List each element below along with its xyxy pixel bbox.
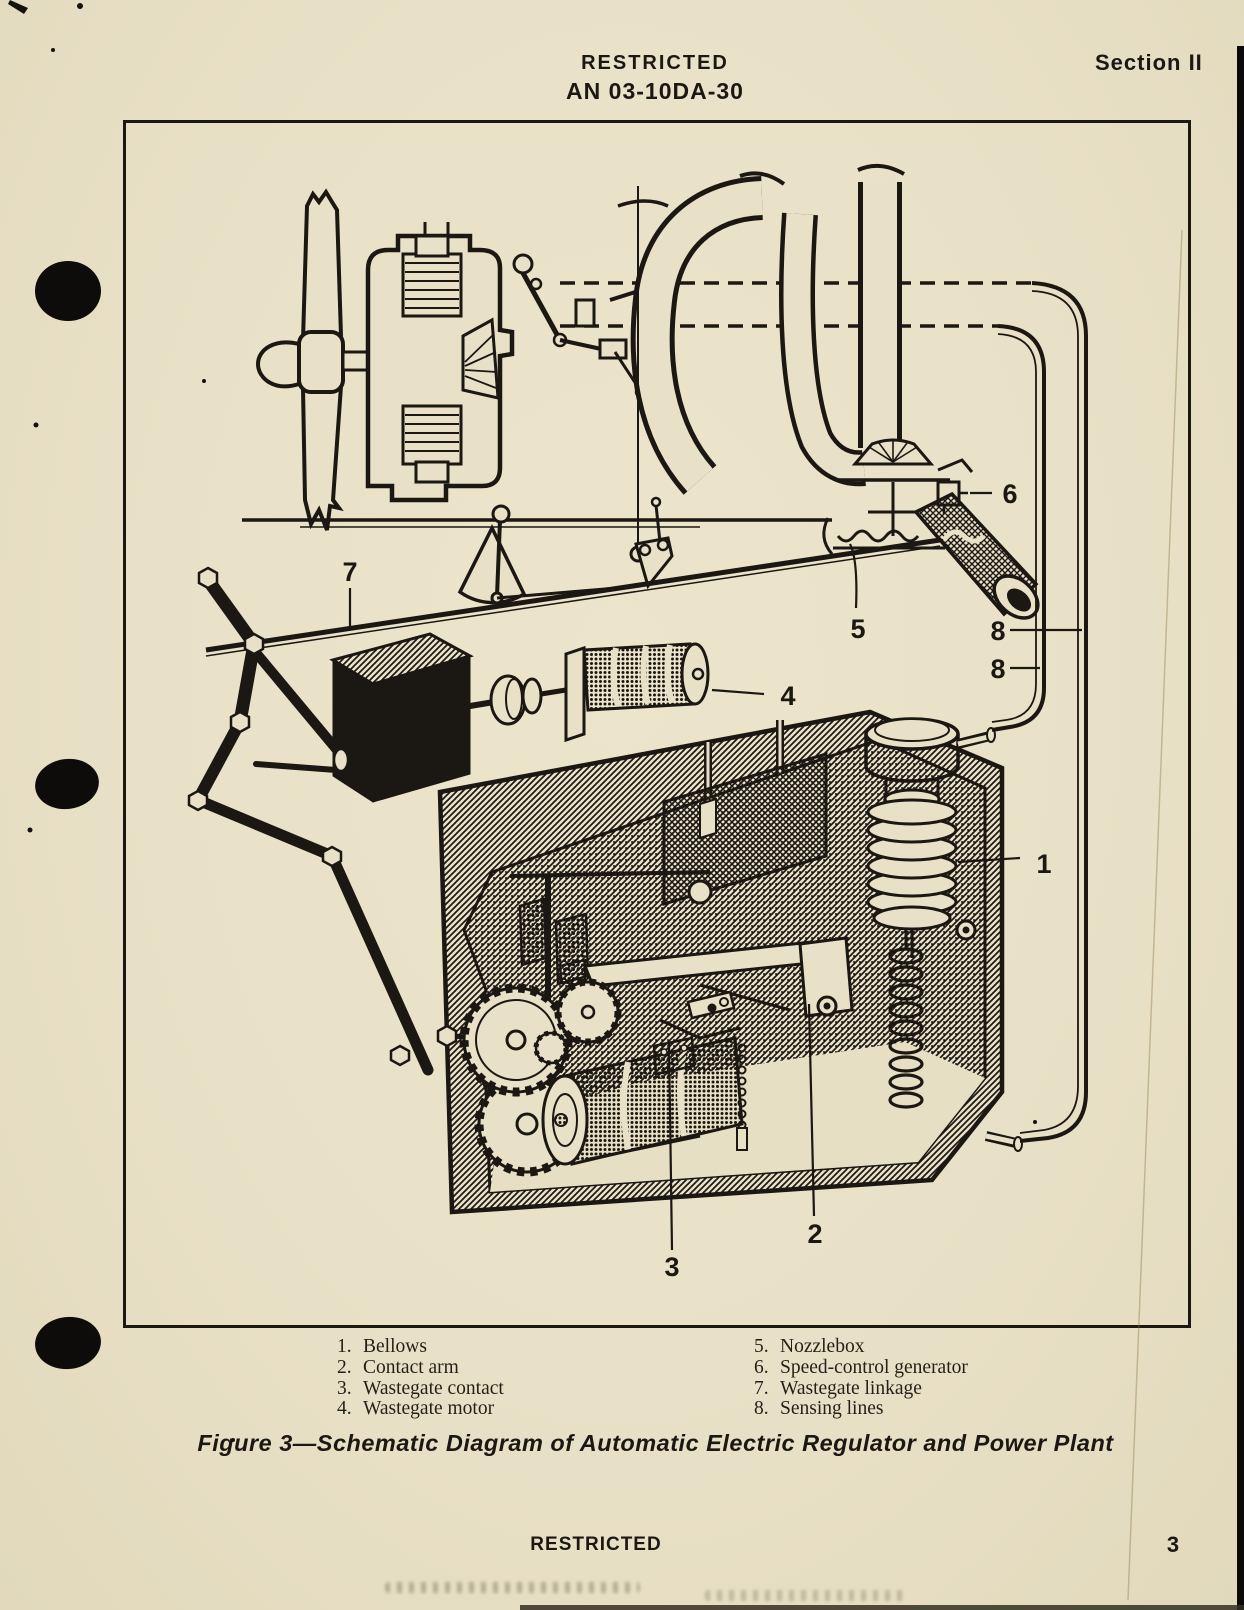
legend-column-right: 5.Nozzlebox 6.Speed-control generator 7.… (754, 1336, 968, 1420)
legend-item: 8.Sensing lines (754, 1398, 884, 1420)
contact-arm (558, 936, 854, 1018)
callout-1-bellows: 1 (1036, 849, 1051, 879)
legend-item: 6.Speed-control generator (754, 1356, 968, 1378)
engine-block (365, 222, 515, 503)
paper-specks (8, 0, 1037, 1442)
header-restricted: RESTRICTED (581, 52, 729, 74)
callout-leader-lines (348, 491, 1082, 1251)
callout-3-wastegate-contact: 3 (664, 1252, 679, 1282)
supercharger-diffuser (461, 317, 500, 400)
callout-4-wastegate-motor: 4 (780, 681, 795, 711)
callout-2-contact-arm: 2 (807, 1219, 822, 1249)
legend-item: 1.Bellows (337, 1336, 427, 1357)
propeller (255, 188, 371, 531)
bellcrank-linkage (187, 566, 434, 1076)
legend-item: 4.Wastegate motor (337, 1398, 495, 1420)
exhaust-stack-pipe (617, 163, 906, 487)
legend-item: 3.Wastegate contact (337, 1377, 504, 1399)
wastegate-motor-assembly (329, 632, 710, 803)
solenoid-unit (509, 720, 828, 1020)
callout-8-sensing-line-upper: 8 (990, 616, 1005, 646)
header-doc-number: AN 03-10DA-30 (566, 78, 744, 104)
scan-bottom-strip (520, 1605, 1244, 1610)
sensing-line-fitting (984, 1131, 1023, 1152)
scan-edge-band (1237, 46, 1244, 1610)
callout-5-nozzlebox: 5 (850, 614, 865, 644)
callout-7-wastegate-linkage: 7 (342, 557, 357, 587)
exhaust-tailpipe (913, 491, 1040, 620)
footer-restricted: RESTRICTED (530, 1534, 662, 1555)
calibration-spring (888, 930, 924, 1109)
figure-border (123, 120, 1191, 1328)
legend-item: 7.Wastegate linkage (754, 1377, 922, 1399)
ink-bleed-ghost-text (705, 1590, 905, 1601)
callout-8-sensing-line-lower: 8 (990, 654, 1005, 684)
balance-motor (541, 1036, 744, 1166)
intake-duct (630, 171, 786, 495)
sensing-lines (991, 281, 1088, 1143)
callout-6-generator: 6 (1002, 479, 1017, 509)
ink-bleed-ghost-text (385, 1582, 640, 1593)
legend-column-left: 1.Bellows 2.Contact arm 3.Wastegate cont… (337, 1336, 504, 1420)
punch-holes (35, 261, 101, 1370)
control-quadrant (457, 496, 674, 605)
figure-caption: Figure 3—Schematic Diagram of Automatic … (197, 1430, 1114, 1456)
header-section: Section II (1095, 50, 1203, 75)
bellows (864, 717, 996, 958)
engine-mount-rail (242, 186, 832, 563)
legend-item: 2.Contact arm (337, 1356, 459, 1378)
carburetor-linkage (512, 253, 656, 399)
legend-item: 5.Nozzlebox (754, 1336, 865, 1357)
page-crease-line (1127, 229, 1183, 1601)
page-number: 3 (1166, 1532, 1180, 1557)
wastegate-contact (659, 990, 748, 1151)
wastegate-linkage-rod (205, 537, 941, 657)
